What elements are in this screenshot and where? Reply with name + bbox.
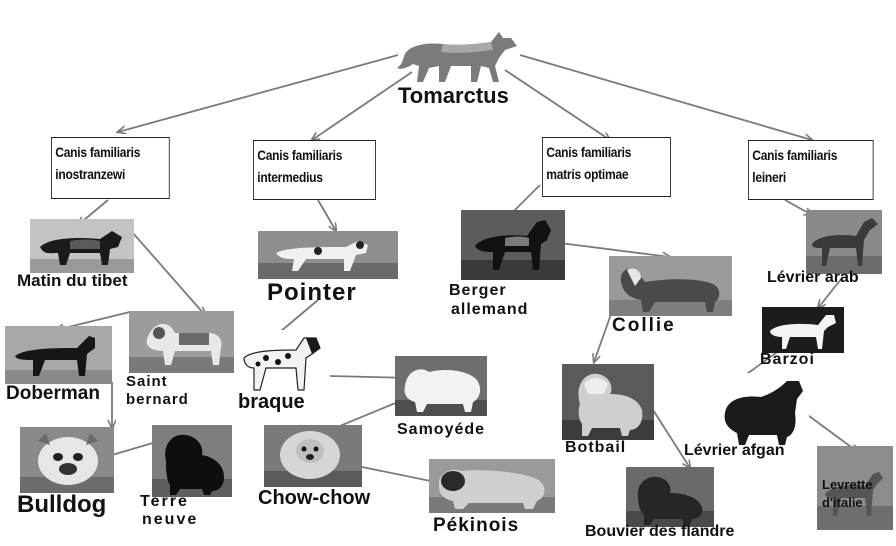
botbail-photo bbox=[562, 364, 654, 440]
wolf-photo bbox=[395, 24, 523, 86]
root-label-tomarctus: Tomarctus bbox=[398, 84, 509, 107]
label-saint-line1: Saint bbox=[126, 374, 168, 390]
arrow-root-inostranzewi bbox=[118, 55, 398, 132]
ancestor-line1: Canis familiaris bbox=[546, 141, 666, 163]
label-pekinois: Pékinois bbox=[433, 516, 519, 536]
ancestor-line1: Canis familiaris bbox=[55, 141, 165, 163]
ancestor-line2: intermedius bbox=[257, 166, 371, 188]
doberman-photo bbox=[5, 326, 112, 384]
label-samoyede: Samoyéde bbox=[397, 422, 485, 439]
pekinois-photo bbox=[429, 459, 555, 513]
levrier-afgan-photo bbox=[717, 373, 809, 447]
saint-bernard-photo bbox=[129, 311, 234, 373]
label-levrette-line1: Levrette bbox=[822, 478, 873, 492]
label-barzoi: Barzoi bbox=[760, 352, 815, 369]
chow-chow-photo bbox=[264, 425, 362, 487]
label-levrier-afgan: Lévrier afgan bbox=[684, 443, 784, 460]
label-bouvier: Bouvier des flandre bbox=[585, 524, 734, 541]
bulldog-photo bbox=[20, 427, 114, 493]
samoyede-photo bbox=[395, 356, 487, 416]
bouvier-photo bbox=[626, 467, 714, 527]
label-levrier-arab: Lévrier arab bbox=[767, 270, 859, 287]
ancestor-line2: matris optimae bbox=[546, 163, 666, 185]
ancestor-line2: inostranzewi bbox=[55, 163, 165, 185]
berger-allemand-photo bbox=[461, 210, 565, 280]
ancestor-line1: Canis familiaris bbox=[257, 144, 371, 166]
terre-neuve-photo bbox=[152, 425, 232, 497]
collie-photo bbox=[609, 256, 732, 316]
ancestor-box-matris-optimae: Canis familiaris matris optimae bbox=[542, 137, 671, 197]
arrow-berger-collie bbox=[560, 243, 670, 257]
label-terre-line1: Terre bbox=[140, 494, 189, 511]
label-saint-line2: bernard bbox=[126, 392, 189, 408]
ancestor-line1: Canis familiaris bbox=[752, 144, 869, 166]
ancestor-box-leineri: Canis familiaris leineri bbox=[748, 140, 874, 200]
ancestor-box-inostranzewi: Canis familiaris inostranzewi bbox=[51, 137, 170, 199]
label-doberman: Doberman bbox=[6, 384, 100, 404]
braque-photo bbox=[236, 330, 326, 394]
ancestor-line2: leineri bbox=[752, 166, 869, 188]
arrow-matin-saintbernard bbox=[132, 232, 205, 315]
label-collie: Collie bbox=[612, 316, 676, 336]
label-matin-du-tibet: Matin du tibet bbox=[17, 272, 127, 290]
pointer-photo bbox=[258, 231, 398, 279]
matin-du-tibet-photo bbox=[30, 219, 134, 273]
label-pointer: Pointer bbox=[267, 280, 357, 305]
label-levrette-line2: d'italie bbox=[822, 496, 863, 510]
arrow-root-leineri bbox=[520, 55, 812, 140]
arrow-intermedius-pointer bbox=[318, 200, 336, 231]
label-berger-line2: allemand bbox=[451, 302, 528, 319]
label-braque: braque bbox=[238, 392, 305, 413]
label-chow-chow: Chow-chow bbox=[258, 488, 370, 509]
label-terre-line2: neuve bbox=[142, 512, 198, 529]
barzoi-photo bbox=[762, 307, 844, 353]
label-botbail: Botbail bbox=[565, 440, 626, 457]
label-berger-line1: Berger bbox=[449, 283, 507, 300]
ancestor-box-intermedius: Canis familiaris intermedius bbox=[253, 140, 376, 200]
label-bulldog: Bulldog bbox=[17, 492, 106, 517]
levrier-arab-photo bbox=[806, 210, 882, 274]
